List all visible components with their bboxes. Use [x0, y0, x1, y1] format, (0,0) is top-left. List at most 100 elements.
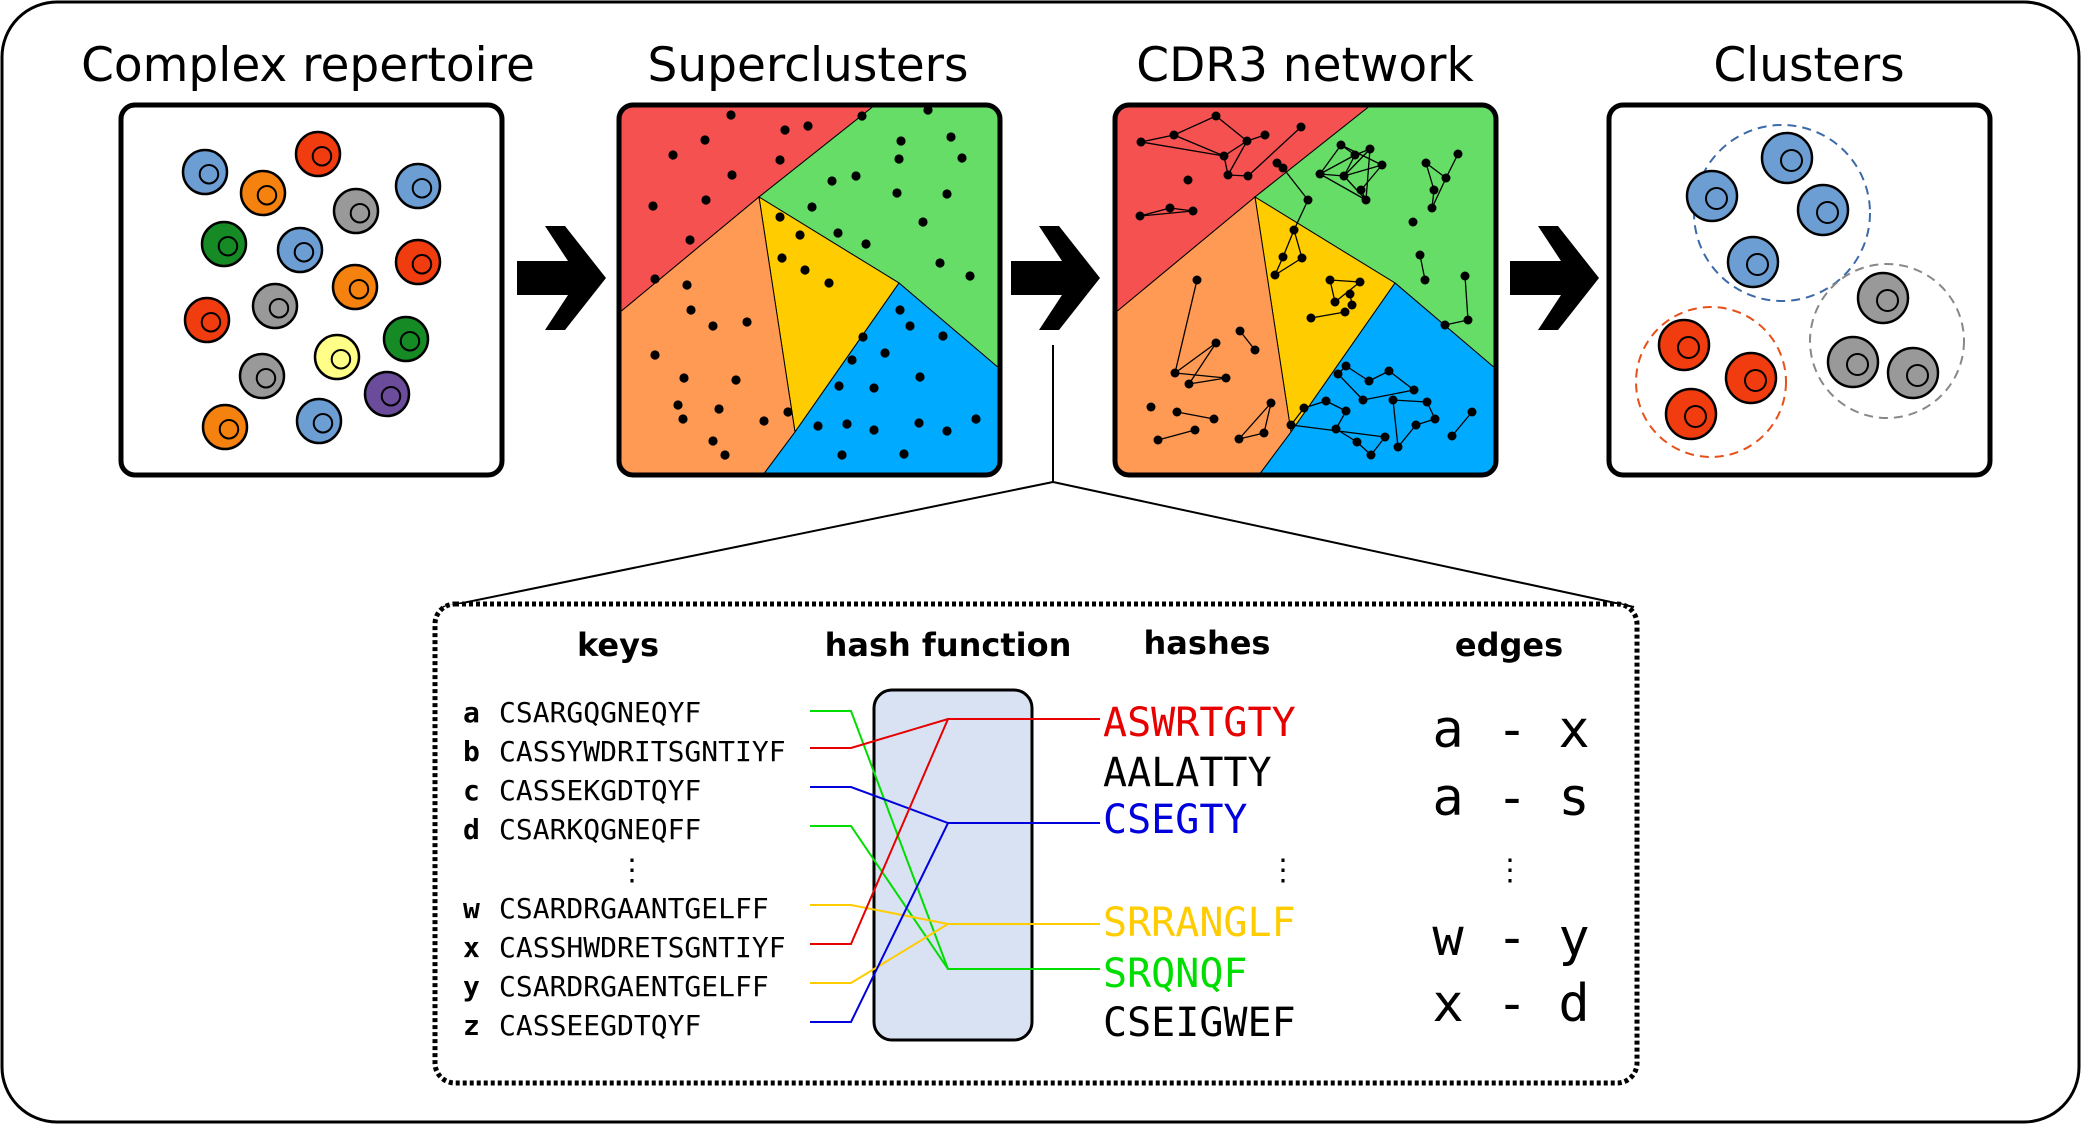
network-node	[1172, 407, 1182, 417]
network-edge	[1343, 148, 1371, 177]
data-point	[894, 154, 904, 164]
network-node	[1183, 175, 1193, 185]
network-edge	[1293, 229, 1303, 259]
network-node	[1235, 326, 1245, 336]
edge-right: s	[1558, 768, 1589, 828]
network-node	[1190, 425, 1200, 435]
network-node	[1447, 431, 1457, 441]
data-point	[708, 436, 718, 446]
data-point	[648, 201, 658, 211]
network-node	[1299, 403, 1309, 413]
network-node	[1355, 277, 1365, 287]
network-node	[1333, 369, 1343, 379]
key-sequence: CASSYWDRITSGNTIYF	[499, 735, 786, 768]
key-letter: c	[463, 774, 480, 807]
hashing-detail-box	[432, 601, 1640, 1086]
network-node	[1430, 414, 1440, 424]
data-point	[837, 450, 847, 460]
network-node	[1325, 275, 1335, 285]
data-point	[714, 404, 724, 414]
network-edge	[1263, 402, 1272, 434]
hash-value: CSEIGWEF	[1103, 1000, 1296, 1046]
data-point	[905, 321, 915, 331]
repertoire-cell	[183, 296, 231, 344]
network-node	[1441, 173, 1451, 183]
data-point	[935, 258, 945, 268]
network-node	[1250, 345, 1260, 355]
network-node	[1420, 275, 1430, 285]
network-node	[1260, 130, 1270, 140]
network-node	[1388, 395, 1398, 405]
network-node	[1266, 398, 1276, 408]
network-edge	[1464, 275, 1469, 321]
data-point	[965, 271, 975, 281]
network-node	[1146, 402, 1156, 412]
data-point	[918, 217, 928, 227]
data-point	[942, 426, 952, 436]
data-point	[708, 321, 718, 331]
network-node	[1303, 195, 1313, 205]
data-point	[842, 419, 852, 429]
network-node	[1409, 385, 1419, 395]
network-node	[1331, 424, 1341, 434]
data-point	[892, 188, 902, 198]
network-node	[1356, 185, 1366, 195]
network-node	[1380, 432, 1390, 442]
hash-mapping-line	[810, 923, 1100, 984]
key-letter: y	[463, 970, 480, 1003]
edges-ellipsis: ⋮	[1495, 853, 1525, 888]
cluster-cell	[1796, 183, 1850, 237]
network-node	[1365, 144, 1375, 154]
network-node	[1169, 130, 1179, 140]
network-edge	[1337, 373, 1364, 401]
network-node	[1136, 137, 1146, 147]
network-node	[1453, 149, 1463, 159]
zoom-connector	[442, 345, 1635, 608]
data-point	[896, 136, 906, 146]
data-point	[923, 105, 933, 115]
network-edge	[1247, 126, 1302, 177]
network-node	[1315, 169, 1325, 179]
repertoire-cell	[238, 352, 286, 400]
network-edge	[1360, 164, 1383, 191]
network-node	[1297, 253, 1307, 263]
network-edge	[1345, 365, 1370, 382]
clusters-panel	[1606, 102, 1993, 478]
repertoire-cells	[181, 130, 442, 451]
repertoire-cell	[294, 130, 342, 178]
network-node	[1223, 170, 1233, 180]
network-edge	[1215, 115, 1248, 142]
data-point	[824, 278, 834, 288]
network-node	[1209, 414, 1219, 424]
network-node	[1384, 366, 1394, 376]
data-point	[668, 150, 678, 160]
hash-value: AALATTY	[1103, 750, 1272, 796]
network-node	[1321, 396, 1331, 406]
network-edge	[1176, 411, 1215, 420]
data-point	[795, 230, 805, 240]
data-point	[701, 195, 711, 205]
right-arrow-icon	[1510, 226, 1599, 330]
network-edge	[1274, 257, 1303, 276]
key-sequence: CSARDRGAENTGELFF	[499, 970, 769, 1003]
key-letter: b	[463, 735, 480, 768]
network-node	[1296, 122, 1306, 132]
key-letter: a	[463, 696, 480, 729]
network-node	[1170, 368, 1180, 378]
data-point	[915, 372, 925, 382]
data-point	[942, 189, 952, 199]
network-node	[1184, 379, 1194, 389]
cluster-cell	[1664, 387, 1718, 441]
hash-value: SRQNQF	[1103, 951, 1248, 997]
network-edge	[1139, 210, 1194, 217]
data-point	[833, 228, 843, 238]
key-letter: z	[463, 1009, 480, 1042]
data-point	[869, 383, 879, 393]
network-edge	[1188, 377, 1227, 385]
network-node	[1272, 158, 1282, 168]
superclusters-panel	[616, 102, 1003, 478]
network-node	[1219, 151, 1229, 161]
repertoire-cell	[239, 169, 287, 217]
data-point	[807, 202, 817, 212]
data-point	[813, 421, 823, 431]
